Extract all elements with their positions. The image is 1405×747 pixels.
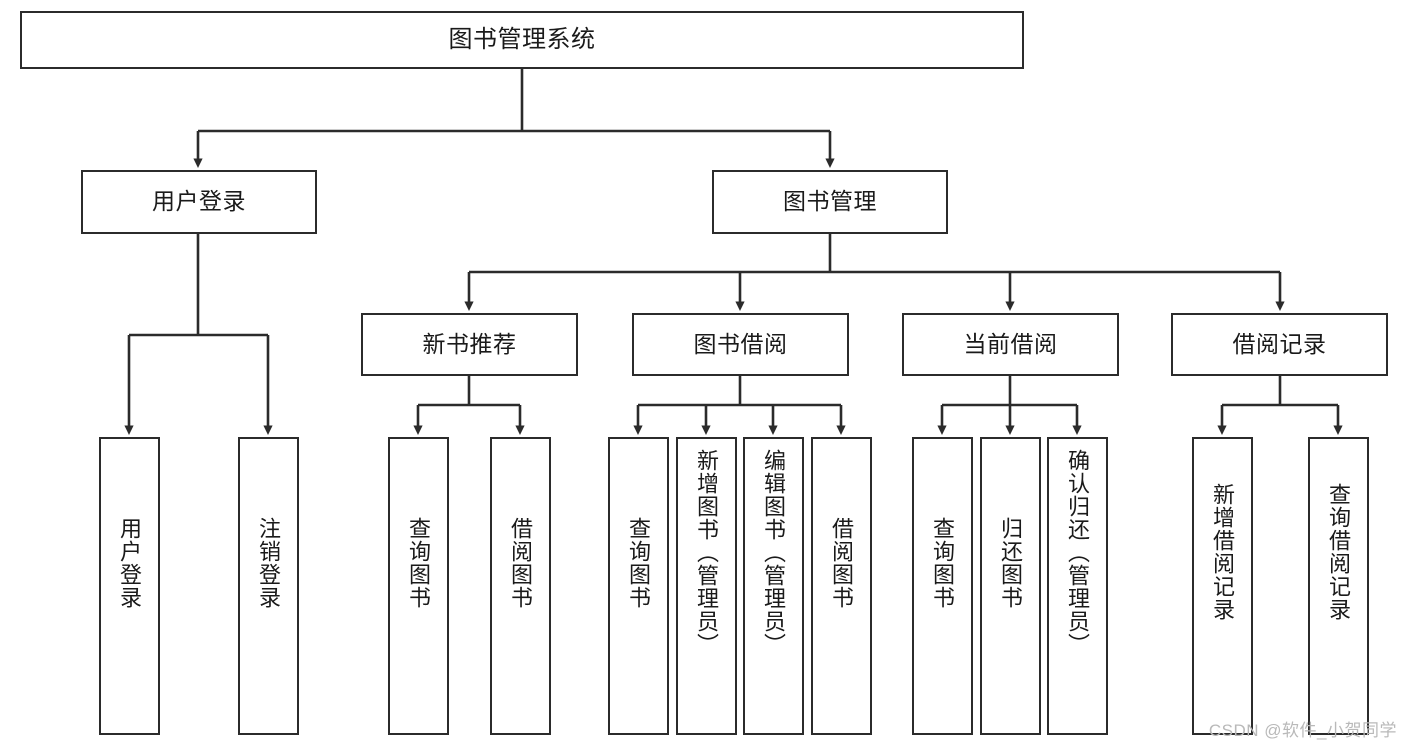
- leaf-borrow-book[interactable]: 借阅图书: [811, 437, 872, 735]
- node-label: 编辑图书（管理员）: [761, 449, 787, 656]
- leaf-add-book[interactable]: 新增图书（管理员）: [676, 437, 737, 735]
- node-label: 借阅记录: [1232, 330, 1327, 357]
- leaf-user-logout[interactable]: 注销登录: [238, 437, 299, 735]
- node-label: 归还图书: [998, 517, 1024, 609]
- node-book-management[interactable]: 图书管理: [712, 170, 948, 234]
- node-label: 图书管理系统: [448, 25, 596, 53]
- node-borrow-record[interactable]: 借阅记录: [1171, 313, 1388, 376]
- leaf-confirm-return[interactable]: 确认归还（管理员）: [1047, 437, 1108, 735]
- node-label: 当前借阅: [963, 330, 1058, 357]
- node-label: 查询图书: [626, 517, 652, 609]
- node-label: 借阅图书: [508, 517, 534, 609]
- node-label: 新书推荐: [422, 330, 517, 357]
- node-label: 图书管理: [783, 188, 877, 215]
- node-label: 确认归还（管理员）: [1065, 449, 1091, 656]
- leaf-query-book-recommend[interactable]: 查询图书: [388, 437, 449, 735]
- leaf-user-login[interactable]: 用户登录: [99, 437, 160, 735]
- node-label: 注销登录: [256, 517, 282, 609]
- node-root-book-management-system[interactable]: 图书管理系统: [20, 11, 1024, 69]
- node-book-borrow[interactable]: 图书借阅: [632, 313, 849, 376]
- leaf-query-book-borrow[interactable]: 查询图书: [608, 437, 669, 735]
- node-label: 查询借阅记录: [1326, 483, 1352, 621]
- node-label: 新增借阅记录: [1210, 483, 1236, 621]
- node-label: 查询图书: [930, 517, 956, 609]
- node-label: 用户登录: [152, 188, 246, 215]
- watermark-text: CSDN @软件_小贺同学: [1208, 721, 1397, 740]
- leaf-borrow-book-recommend[interactable]: 借阅图书: [490, 437, 551, 735]
- leaf-add-borrow-record[interactable]: 新增借阅记录: [1192, 437, 1253, 735]
- leaf-query-borrow-record[interactable]: 查询借阅记录: [1308, 437, 1369, 735]
- node-new-book-recommend[interactable]: 新书推荐: [361, 313, 578, 376]
- node-label: 用户登录: [117, 517, 143, 609]
- node-user-login[interactable]: 用户登录: [81, 170, 317, 234]
- leaf-query-book-current[interactable]: 查询图书: [912, 437, 973, 735]
- node-label: 借阅图书: [829, 517, 855, 609]
- node-label: 新增图书（管理员）: [694, 449, 720, 656]
- node-label: 查询图书: [406, 517, 432, 609]
- node-label: 图书借阅: [693, 330, 788, 357]
- node-current-borrow[interactable]: 当前借阅: [902, 313, 1119, 376]
- leaf-return-book[interactable]: 归还图书: [980, 437, 1041, 735]
- leaf-edit-book[interactable]: 编辑图书（管理员）: [743, 437, 804, 735]
